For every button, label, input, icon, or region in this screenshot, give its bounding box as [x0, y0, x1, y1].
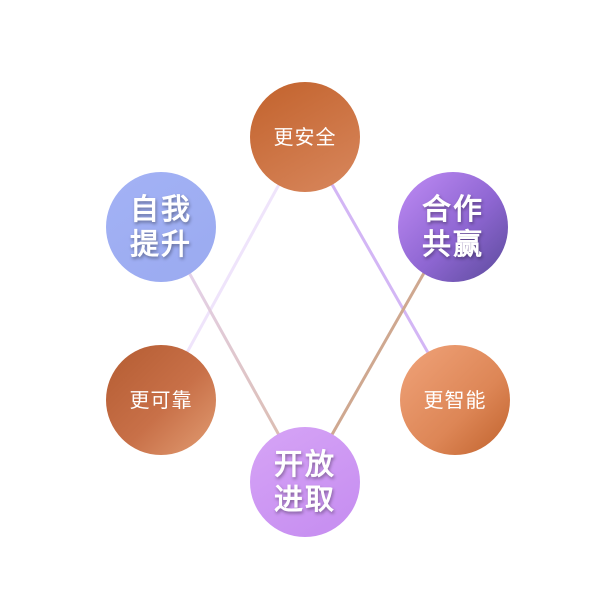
node-label-reliable: 更可靠	[129, 388, 193, 412]
node-lower-right: 更智能	[400, 345, 510, 455]
node-label-safer: 更安全	[273, 125, 337, 149]
node-label-open: 开放 进取	[273, 447, 336, 516]
node-upper-right: 合作 共赢	[398, 172, 508, 282]
node-lower-left: 更可靠	[106, 345, 216, 455]
node-bottom: 开放 进取	[250, 427, 360, 537]
node-label-self-improve: 自我 提升	[129, 192, 192, 261]
node-top: 更安全	[250, 82, 360, 192]
node-label-smarter: 更智能	[423, 388, 487, 412]
node-label-cooperation: 合作 共赢	[421, 192, 484, 261]
node-upper-left: 自我 提升	[106, 172, 216, 282]
